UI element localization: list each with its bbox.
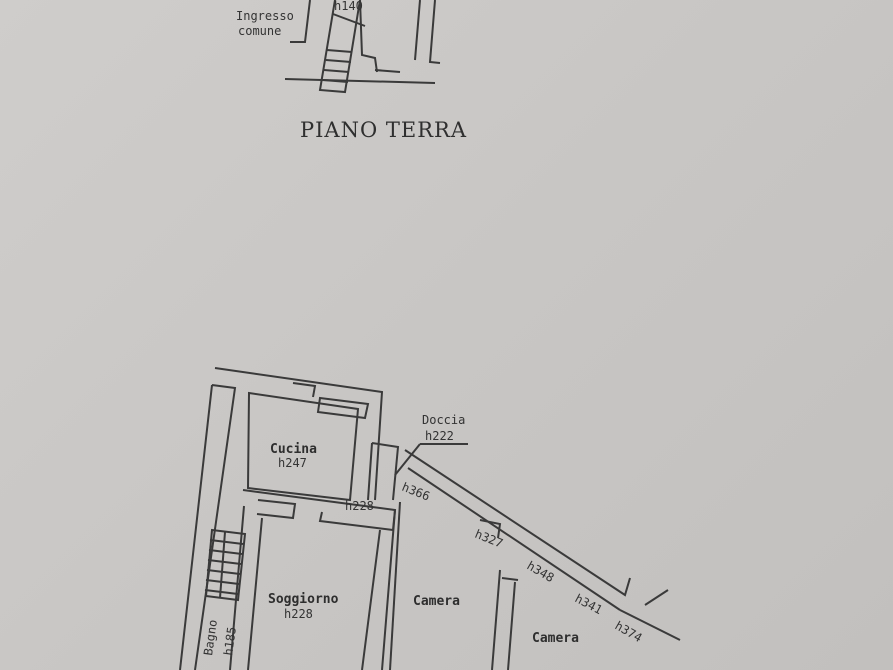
room-bagno-label: Bagno	[201, 619, 220, 657]
room-soggiorno-height: h228	[284, 607, 313, 621]
room-doccia-label: Doccia	[422, 413, 465, 427]
floor-title: PIANO TERRA	[300, 118, 467, 142]
ground-floor-plan: Ingresso comune h140 PIANO TERRA	[236, 0, 467, 142]
room-bagno-height: h185	[221, 626, 239, 657]
room-cucina-height: h247	[278, 456, 307, 470]
room-doccia-height: h222	[425, 429, 454, 443]
stair-height-label: h140	[334, 0, 363, 13]
wall-height-5: h374	[613, 618, 645, 645]
room-soggiorno-label: Soggiorno	[268, 592, 339, 607]
wall-height-1: h366	[400, 480, 432, 504]
entrance-label-line2: comune	[238, 24, 281, 38]
wall-height-3: h348	[525, 558, 557, 585]
upper-floor-plan: Cucina h247 Soggiorno h228 Camera Camera…	[179, 367, 681, 670]
room-cucina-label: Cucina	[270, 442, 317, 457]
room-camera-2-label: Camera	[532, 631, 579, 646]
entrance-label-line1: Ingresso	[236, 9, 294, 23]
room-camera-1-label: Camera	[413, 594, 460, 609]
corridor-height: h228	[345, 499, 374, 513]
wall-height-4: h341	[573, 591, 605, 617]
